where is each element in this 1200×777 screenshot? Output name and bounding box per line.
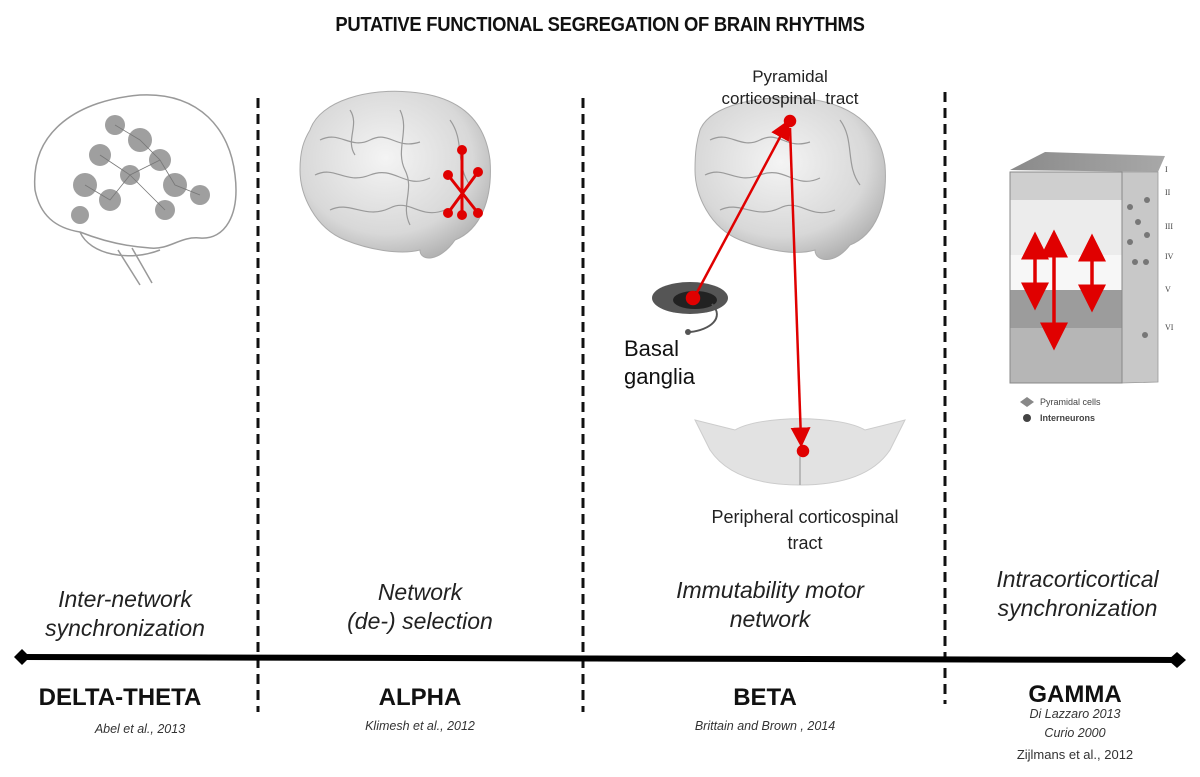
reference-alpha: Klimesh et al., 2012 <box>365 719 475 733</box>
label-line: ganglia <box>624 364 695 389</box>
figure-title: PUTATIVE FUNCTIONAL SEGREGATION OF BRAIN… <box>335 14 865 36</box>
gamma-arrows <box>1021 229 1106 351</box>
function-beta: Immutability motor network <box>640 576 900 634</box>
function-line: Network <box>377 579 463 605</box>
axis-right-diamond <box>1168 652 1186 668</box>
brain-outline-network-illustration <box>34 94 237 286</box>
basal-ganglia-shape <box>652 282 728 335</box>
label-basal-ganglia: Basal ganglia <box>624 335 695 391</box>
alpha-network-marker <box>443 145 483 220</box>
reference-gamma-2: Curio 2000 <box>1044 726 1106 740</box>
label-pyramidal-tract: Pyramidal corticospinal tract <box>660 66 920 110</box>
label-line: corticospinal tract <box>721 89 859 108</box>
layer-label: III <box>1165 222 1173 231</box>
motor-pathway-arrows <box>685 114 811 458</box>
legend-interneurons: Interneurons <box>1040 413 1096 423</box>
function-line: (de-) selection <box>347 608 493 634</box>
function-line: synchronization <box>45 615 205 641</box>
layer-label: V <box>1165 285 1171 294</box>
label-line: Basal <box>624 336 680 361</box>
layer-label: VI <box>1165 323 1174 332</box>
motor-pathway-illustration <box>652 97 906 486</box>
label-line: tract <box>787 533 823 553</box>
layer-label: IV <box>1165 252 1174 261</box>
function-line: synchronization <box>997 595 1158 621</box>
function-gamma: Intracorticortical synchronization <box>955 565 1200 623</box>
cortical-column-illustration <box>1009 152 1165 422</box>
band-gamma: GAMMA <box>1028 681 1122 708</box>
reference-gamma-1: Di Lazzaro 2013 <box>1029 707 1121 721</box>
function-line: Inter-network <box>58 586 192 612</box>
layer-label: I <box>1165 165 1168 174</box>
reference-delta-theta: Abel et al., 2013 <box>94 722 186 736</box>
function-line: network <box>729 606 811 632</box>
band-alpha: ALPHA <box>378 684 462 711</box>
frequency-axis <box>14 649 1186 668</box>
reference-beta: Brittain and Brown , 2014 <box>694 719 836 733</box>
brain-alpha-illustration <box>299 90 491 259</box>
band-beta: BETA <box>733 684 797 711</box>
function-line: Intracorticortical <box>996 566 1159 592</box>
layer-label: II <box>1165 188 1171 197</box>
axis-left-diamond <box>14 649 30 665</box>
band-delta-theta: DELTA-THETA <box>38 684 202 711</box>
function-delta-theta: Inter-network synchronization <box>0 585 250 643</box>
label-line: Peripheral corticospinal <box>711 507 899 527</box>
label-peripheral-tract: Peripheral corticospinal tract <box>670 504 940 556</box>
legend-markers <box>1020 397 1034 422</box>
label-line: Pyramidal <box>752 67 828 86</box>
function-alpha: Network (de-) selection <box>290 578 550 636</box>
function-line: Immutability motor <box>676 577 864 603</box>
reference-gamma-3: Zijlmans et al., 2012 <box>1016 747 1134 762</box>
legend-pyramidal-cells: Pyramidal cells <box>1040 397 1101 407</box>
